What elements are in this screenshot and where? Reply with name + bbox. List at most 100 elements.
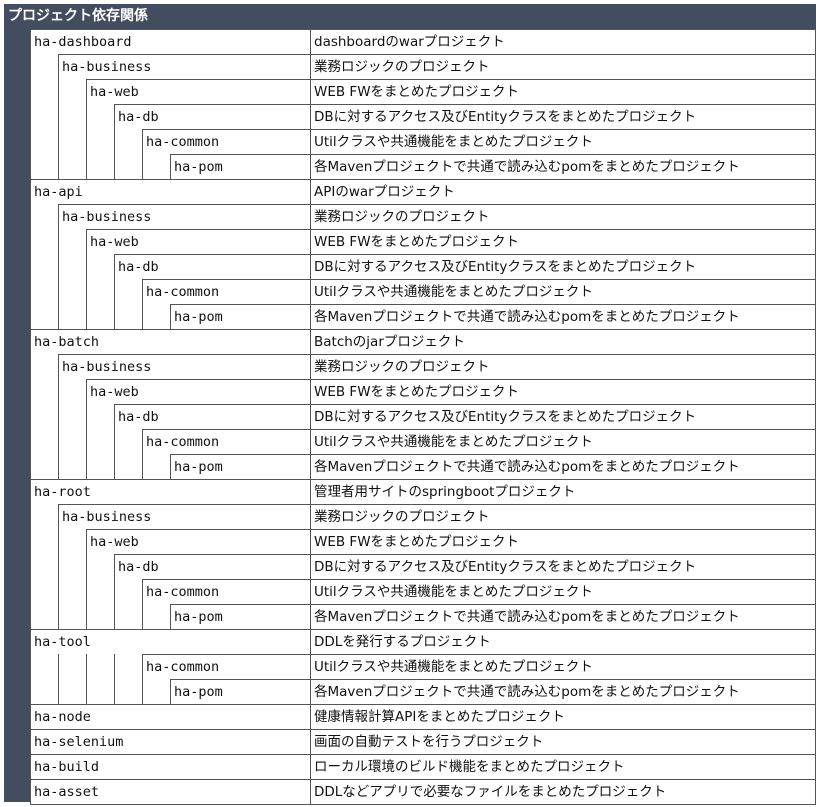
tree-guide-line xyxy=(58,679,59,704)
project-name-cell[interactable]: ha-business xyxy=(58,354,310,379)
project-description-cell[interactable]: DBに対するアクセス及びEntityクラスをまとめたプロジェクト xyxy=(310,554,816,579)
project-description-cell[interactable]: DDLを発行するプロジェクト xyxy=(310,629,816,654)
tree-guide-line xyxy=(142,129,143,154)
project-name-cell[interactable]: ha-web xyxy=(86,79,310,104)
project-name-cell[interactable]: ha-pom xyxy=(170,679,310,704)
project-description-cell[interactable]: DDLなどアプリで必要なファイルをまとめたプロジェクト xyxy=(310,779,816,804)
project-name-cell[interactable]: ha-common xyxy=(142,579,310,604)
project-name-cell[interactable]: ha-db xyxy=(114,254,310,279)
project-name-cell[interactable]: ha-common xyxy=(142,279,310,304)
project-name-cell[interactable]: ha-business xyxy=(58,204,310,229)
tree-guide-line xyxy=(114,404,115,429)
table-left-border xyxy=(30,229,31,254)
project-name-cell[interactable]: ha-common xyxy=(142,429,310,454)
project-name-cell[interactable]: ha-api xyxy=(30,179,310,204)
project-name-cell[interactable]: ha-web xyxy=(86,379,310,404)
project-description-cell[interactable]: DBに対するアクセス及びEntityクラスをまとめたプロジェクト xyxy=(310,404,816,429)
project-description-cell[interactable]: 各Mavenプロジェクトで共通で読み込むpomをまとめたプロジェクト xyxy=(310,679,816,704)
project-description-cell[interactable]: Utilクラスや共通機能をまとめたプロジェクト xyxy=(310,579,816,604)
tree-guide-line xyxy=(114,254,115,279)
project-description-cell[interactable]: 業務ロジックのプロジェクト xyxy=(310,54,816,79)
project-description-cell[interactable]: DBに対するアクセス及びEntityクラスをまとめたプロジェクト xyxy=(310,254,816,279)
project-name-cell[interactable]: ha-node xyxy=(30,704,310,729)
project-description-cell[interactable]: 各Mavenプロジェクトで共通で読み込むpomをまとめたプロジェクト xyxy=(310,454,816,479)
tree-guide-line xyxy=(58,129,59,154)
tree-guide-line xyxy=(86,554,87,579)
project-name-cell[interactable]: ha-pom xyxy=(170,154,310,179)
tree-guide-line xyxy=(86,304,87,329)
project-name-cell[interactable]: ha-pom xyxy=(170,454,310,479)
tree-guide-line xyxy=(170,454,171,479)
project-name-cell[interactable]: ha-root xyxy=(30,479,310,504)
tree-guide-line xyxy=(142,579,143,604)
table-left-border xyxy=(30,104,31,129)
table-left-border xyxy=(30,754,31,779)
project-description-cell[interactable]: Utilクラスや共通機能をまとめたプロジェクト xyxy=(310,279,816,304)
tree-guide-line xyxy=(142,654,143,679)
project-name-cell[interactable]: ha-business xyxy=(58,54,310,79)
tree-guide-line xyxy=(58,554,59,579)
project-description-cell[interactable]: 各Mavenプロジェクトで共通で読み込むpomをまとめたプロジェクト xyxy=(310,154,816,179)
project-description-cell[interactable]: WEB FWをまとめたプロジェクト xyxy=(310,529,816,554)
project-name-cell[interactable]: ha-db xyxy=(114,104,310,129)
project-name-cell[interactable]: ha-batch xyxy=(30,329,310,354)
project-name-cell[interactable]: ha-common xyxy=(142,654,310,679)
project-name-cell[interactable]: ha-web xyxy=(86,229,310,254)
project-description-cell[interactable]: dashboardのwarプロジェクト xyxy=(310,29,816,54)
tree-guide-line xyxy=(86,529,87,554)
project-description-cell[interactable]: 各Mavenプロジェクトで共通で読み込むpomをまとめたプロジェクト xyxy=(310,304,816,329)
table-left-border xyxy=(30,304,31,329)
project-description-cell[interactable]: 健康情報計算APIをまとめたプロジェクト xyxy=(310,704,816,729)
table-left-border xyxy=(30,554,31,579)
project-description-cell[interactable]: 画面の自動テストを行うプロジェクト xyxy=(310,729,816,754)
project-description-cell[interactable]: Utilクラスや共通機能をまとめたプロジェクト xyxy=(310,429,816,454)
project-description-cell[interactable]: Batchのjarプロジェクト xyxy=(310,329,816,354)
project-description-cell[interactable]: Utilクラスや共通機能をまとめたプロジェクト xyxy=(310,129,816,154)
tree-guide-line xyxy=(114,654,115,679)
project-description-cell[interactable]: 管理者用サイトのspringbootプロジェクト xyxy=(310,479,816,504)
project-description-cell[interactable]: DBに対するアクセス及びEntityクラスをまとめたプロジェクト xyxy=(310,104,816,129)
project-name-cell[interactable]: ha-build xyxy=(30,754,310,779)
project-description-cell[interactable]: APIのwarプロジェクト xyxy=(310,179,816,204)
project-description-cell[interactable]: WEB FWをまとめたプロジェクト xyxy=(310,379,816,404)
tree-guide-line xyxy=(170,604,171,629)
project-description-cell[interactable]: 業務ロジックのプロジェクト xyxy=(310,204,816,229)
project-name-cell[interactable]: ha-db xyxy=(114,404,310,429)
project-name-cell[interactable]: ha-pom xyxy=(170,604,310,629)
project-description-cell[interactable]: ローカル環境のビルド機能をまとめたプロジェクト xyxy=(310,754,816,779)
project-name-cell[interactable]: ha-web xyxy=(86,529,310,554)
project-name-cell[interactable]: ha-db xyxy=(114,554,310,579)
table-left-border xyxy=(30,404,31,429)
project-description-cell[interactable]: 業務ロジックのプロジェクト xyxy=(310,354,816,379)
tree-guide-line xyxy=(58,504,59,529)
tree-guide-line xyxy=(114,279,115,304)
table-left-border xyxy=(30,579,31,604)
project-name-cell[interactable]: ha-dashboard xyxy=(30,29,310,54)
project-name-cell[interactable]: ha-business xyxy=(58,504,310,529)
tree-guide-line xyxy=(170,679,171,704)
tree-guide-line xyxy=(142,154,143,179)
tree-guide-line xyxy=(58,229,59,254)
tree-guide-line xyxy=(114,154,115,179)
project-description-cell[interactable]: WEB FWをまとめたプロジェクト xyxy=(310,79,816,104)
project-name-cell[interactable]: ha-asset xyxy=(30,779,310,804)
project-description-cell[interactable]: 業務ロジックのプロジェクト xyxy=(310,504,816,529)
tree-guide-line xyxy=(114,129,115,154)
project-name-cell[interactable]: ha-common xyxy=(142,129,310,154)
project-name-cell[interactable]: ha-tool xyxy=(30,629,310,654)
project-name-cell[interactable]: ha-selenium xyxy=(30,729,310,754)
project-name-cell[interactable]: ha-pom xyxy=(170,304,310,329)
project-description-cell[interactable]: Utilクラスや共通機能をまとめたプロジェクト xyxy=(310,654,816,679)
project-description-cell[interactable]: WEB FWをまとめたプロジェクト xyxy=(310,229,816,254)
tree-guide-line xyxy=(58,54,59,79)
table-bottom-border xyxy=(30,804,816,805)
project-description-cell[interactable]: 各Mavenプロジェクトで共通で読み込むpomをまとめたプロジェクト xyxy=(310,604,816,629)
